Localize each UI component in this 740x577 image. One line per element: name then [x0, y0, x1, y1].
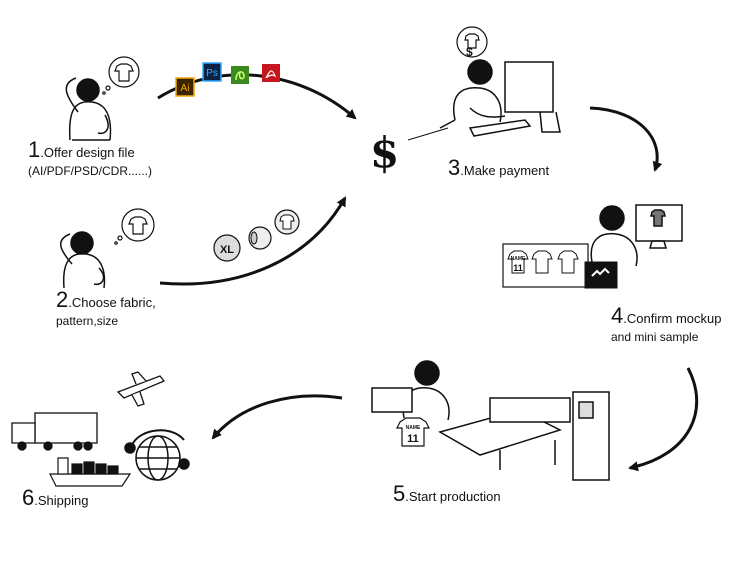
airplane-icon	[116, 371, 166, 407]
size-xl-label: XL	[220, 244, 234, 256]
payment-line	[407, 127, 449, 141]
cargo-ship-icon	[49, 457, 132, 487]
mini-sample-swatch	[584, 261, 618, 289]
step-5-label: 5.Start production	[393, 481, 501, 506]
cdr-file-icon	[231, 66, 249, 84]
size-xl-badge-icon: XL	[213, 234, 241, 262]
ai-file-icon: Ai	[175, 77, 195, 97]
ps-file-icon: Ps	[202, 62, 222, 82]
step-3-label: 3.Make payment	[448, 155, 550, 180]
mockup-name-label: NAME	[511, 256, 526, 262]
jersey-product: NAME 11	[396, 417, 430, 447]
step-1-label: 1.Offer design file (AI/PDF/PSD/CDR.....…	[28, 137, 153, 178]
step-2-label: 2.Choose fabric, pattern,size	[56, 287, 156, 328]
arrow-step2-to-payment	[159, 196, 347, 286]
thought-bubble-shirt-2	[114, 208, 155, 245]
production-machine	[438, 391, 610, 481]
thought-bubble-shirt-1	[102, 56, 140, 95]
mockup-number-label: 11	[513, 263, 523, 273]
person-thinking-2	[60, 231, 106, 289]
pdf-file-icon	[262, 64, 280, 82]
svg-text:11: 11	[407, 433, 419, 445]
step-6-label: 6.Shipping	[22, 485, 89, 510]
shirt-pattern-icon	[274, 209, 300, 235]
truck-icon	[11, 412, 98, 451]
arrow-payment-to-mockup	[589, 106, 663, 172]
fabric-roll-icon	[248, 226, 272, 250]
person-thinking-1	[65, 77, 112, 141]
mockup-sheet: NAME 11	[502, 243, 589, 288]
svg-text:NAME: NAME	[406, 425, 421, 431]
ai-file-icon-label: Ai	[181, 83, 190, 94]
arrow-production-to-shipping	[211, 394, 343, 440]
dollar-sign: $	[370, 128, 400, 177]
ps-file-icon-label: Ps	[206, 68, 218, 79]
arrow-mockup-to-production	[628, 367, 699, 472]
person-at-computer-payment	[439, 59, 561, 137]
globe-delivery-icon	[124, 429, 190, 481]
person-sewing	[371, 360, 450, 421]
thought-bubble-dollar-shirt: $	[456, 26, 488, 59]
svg-text:$: $	[466, 45, 473, 59]
person-at-computer-mockup	[590, 204, 683, 267]
step-4-label: 4.Confirm mockup and mini sample	[611, 303, 722, 344]
